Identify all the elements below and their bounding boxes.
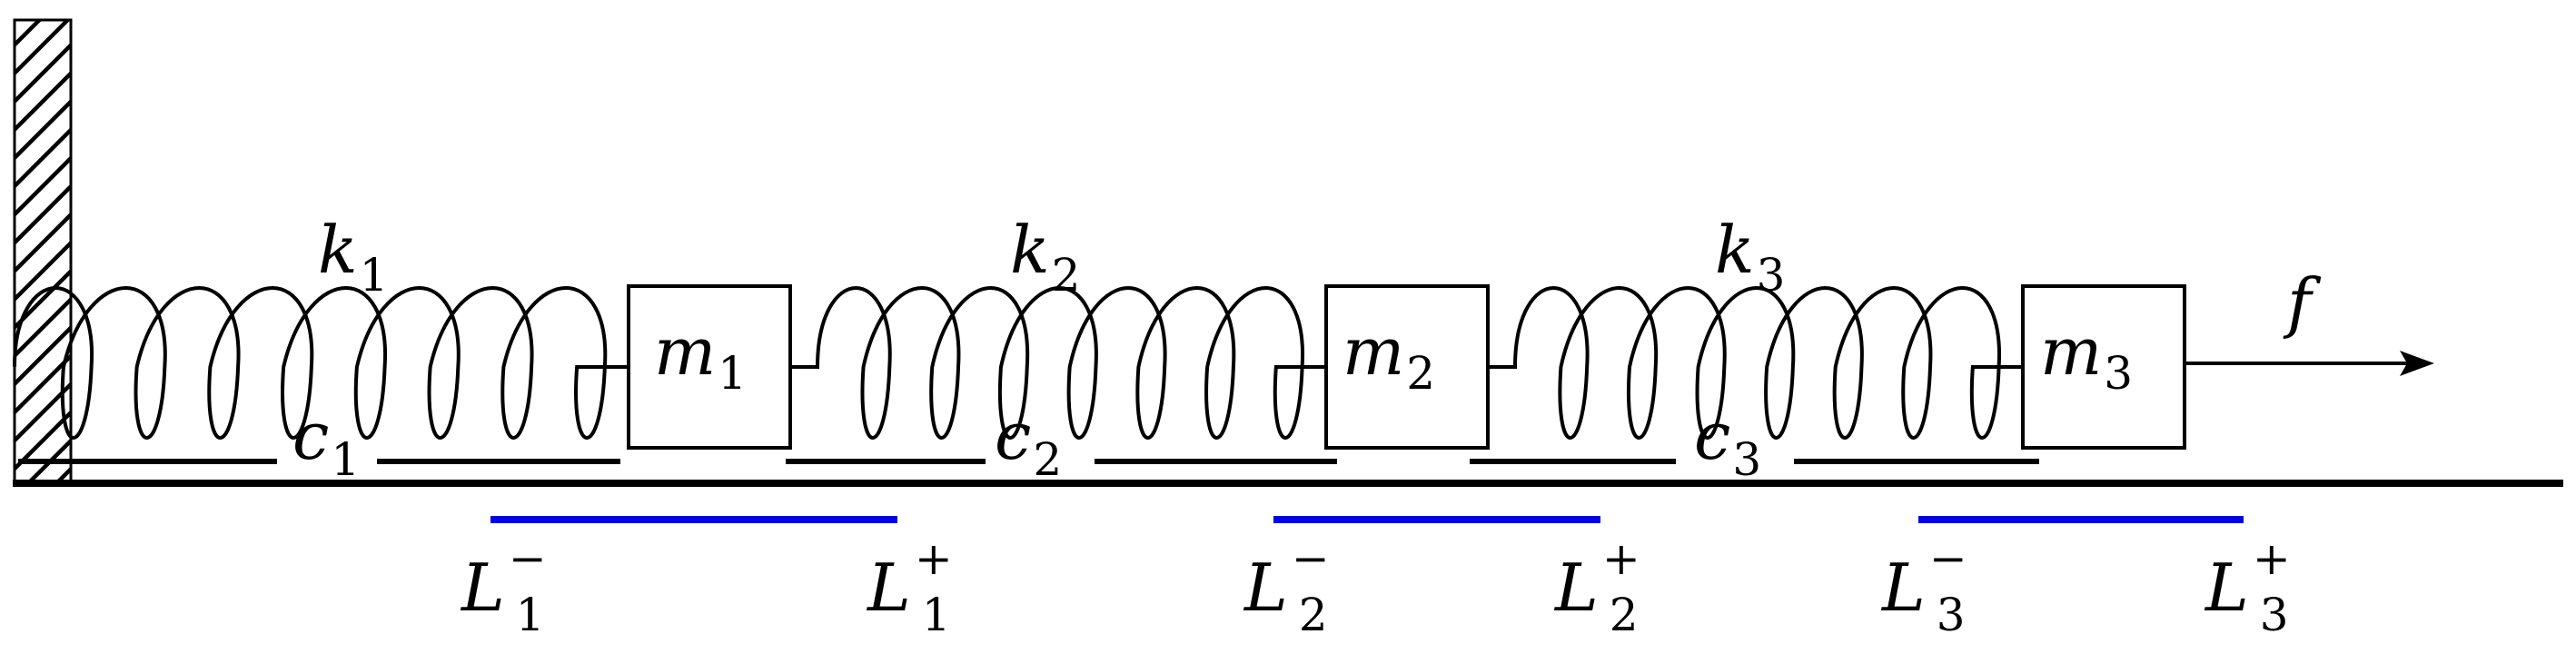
limit-2-plus-label: L+2 bbox=[1553, 532, 1640, 641]
mass-3: m3 bbox=[2021, 284, 2186, 450]
spring-1-label: k1 bbox=[318, 212, 388, 302]
damper-3-label: c3 bbox=[1694, 398, 1761, 486]
mass-3-label: m3 bbox=[2040, 313, 2133, 400]
spring-2-label: k2 bbox=[1010, 212, 1080, 302]
mass-2-label: m2 bbox=[1342, 313, 1435, 400]
mass-1-label: m1 bbox=[654, 313, 747, 400]
damper-2-label: c2 bbox=[995, 398, 1062, 486]
spring-3-label: k3 bbox=[1715, 212, 1785, 302]
force-arrow bbox=[2185, 351, 2434, 376]
limit-1-plus-label: L+1 bbox=[866, 532, 953, 641]
fixed-wall bbox=[13, 18, 73, 483]
limit-2-minus-label: L−2 bbox=[1243, 532, 1330, 641]
force-label: f bbox=[2283, 264, 2322, 341]
mass-2: m2 bbox=[1324, 284, 1490, 450]
limit-1-minus-label: L−1 bbox=[460, 532, 547, 641]
mass-1: m1 bbox=[627, 284, 792, 450]
spring-2-coil bbox=[790, 286, 1326, 440]
springs-group bbox=[13, 286, 2023, 440]
limit-3-minus-label: L−3 bbox=[1880, 532, 1967, 641]
limit-3-plus-label: L+3 bbox=[2204, 532, 2291, 641]
spring-1-coil bbox=[13, 286, 629, 440]
spring-3-coil bbox=[1488, 286, 2023, 440]
damper-1-label: c1 bbox=[292, 398, 360, 486]
